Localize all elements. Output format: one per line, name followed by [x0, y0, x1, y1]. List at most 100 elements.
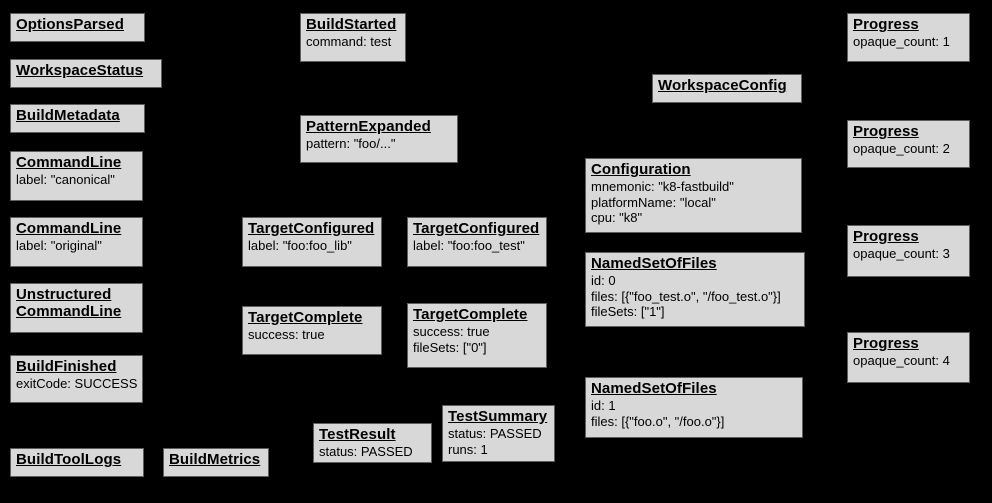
node-title-line: TestResult — [319, 426, 396, 443]
node-title-line: Progress — [853, 335, 919, 352]
node-title-line: BuildStarted — [306, 16, 397, 33]
node-title: TargetConfigured — [248, 220, 377, 238]
node-attribute: opaque_count: 4 — [853, 352, 950, 368]
node-workspace-status: WorkspaceStatus — [10, 59, 162, 88]
node-title-line: OptionsParsed — [16, 16, 124, 33]
node-attribute: mnemonic: "k8-fastbuild" — [591, 178, 734, 194]
node-title-line: TargetConfigured — [413, 220, 540, 237]
node-title: Progress — [853, 16, 965, 34]
node-title: TargetComplete — [248, 309, 377, 327]
node-title: OptionsParsed — [16, 16, 140, 34]
node-title-line: Progress — [853, 123, 919, 140]
node-attribute: platformName: "local" — [591, 194, 716, 210]
node-attribute: cpu: "k8" — [591, 210, 643, 226]
node-title-line: TargetComplete — [248, 309, 363, 326]
node-title: TestSummary — [448, 408, 550, 426]
node-title-line: Unstructured — [16, 286, 112, 303]
node-attribute: status: PASSED — [319, 443, 413, 459]
node-attribute: label: "foo:foo_lib" — [248, 237, 352, 253]
node-attribute: fileSets: ["0"] — [413, 339, 487, 355]
node-title-line: CommandLine — [16, 154, 122, 171]
node-title-line: TargetComplete — [413, 306, 528, 323]
node-title-line: BuildToolLogs — [16, 451, 122, 468]
node-title: TargetComplete — [413, 306, 542, 324]
node-attribute: success: true — [413, 323, 490, 339]
node-attribute: runs: 1 — [448, 441, 488, 457]
node-title: BuildFinished — [16, 358, 138, 376]
node-title-line: CommandLine — [16, 302, 122, 320]
node-title-line: Progress — [853, 228, 919, 245]
node-options-parsed: OptionsParsed — [10, 13, 145, 42]
node-title: TargetConfigured — [413, 220, 542, 238]
node-title-line: NamedSetOfFiles — [591, 255, 717, 272]
node-title: BuildToolLogs — [16, 451, 139, 469]
node-title-line: Configuration — [591, 161, 691, 178]
node-title: BuildStarted — [306, 16, 401, 34]
node-title: PatternExpanded — [306, 118, 453, 136]
node-attribute: label: "original" — [16, 237, 102, 253]
node-title: CommandLine — [16, 154, 138, 172]
node-title: TestResult — [319, 426, 427, 444]
node-title: CommandLine — [16, 220, 138, 238]
node-title: WorkspaceConfig — [658, 77, 797, 95]
node-attribute: success: true — [248, 326, 325, 342]
node-workspace-config: WorkspaceConfig — [652, 74, 802, 103]
node-title: Progress — [853, 228, 965, 246]
node-attribute: label: "foo:foo_test" — [413, 237, 525, 253]
node-attribute: opaque_count: 3 — [853, 245, 950, 261]
node-attribute: opaque_count: 2 — [853, 140, 950, 156]
node-title: NamedSetOfFiles — [591, 255, 800, 273]
node-attribute: opaque_count: 1 — [853, 33, 950, 49]
node-build-tool-logs: BuildToolLogs — [10, 448, 144, 477]
node-attribute: command: test — [306, 33, 392, 49]
node-title: WorkspaceStatus — [16, 62, 157, 80]
node-title-line: NamedSetOfFiles — [591, 380, 717, 397]
node-build-metadata: BuildMetadata — [10, 104, 145, 133]
node-title: BuildMetrics — [169, 451, 264, 469]
node-title-line: TargetConfigured — [248, 220, 375, 237]
node-title: Progress — [853, 123, 965, 141]
node-attribute: files: [{"foo_test.o", "/foo_test.o"}] — [591, 288, 781, 304]
node-title-line: CommandLine — [16, 220, 122, 237]
node-build-metrics: BuildMetrics — [163, 448, 269, 477]
node-title-line: Progress — [853, 16, 919, 33]
node-title: Configuration — [591, 161, 797, 179]
node-title-line: BuildFinished — [16, 358, 117, 375]
node-title-line: BuildMetadata — [16, 107, 120, 124]
node-attribute: fileSets: ["1"] — [591, 304, 665, 320]
node-attribute: label: "canonical" — [16, 171, 115, 187]
node-title-line: TestSummary — [448, 408, 548, 425]
node-title-line: WorkspaceStatus — [16, 62, 144, 79]
node-attribute: status: PASSED — [448, 425, 542, 441]
node-attribute: id: 0 — [591, 272, 616, 288]
node-title-line: WorkspaceConfig — [658, 77, 787, 94]
node-title: BuildMetadata — [16, 107, 140, 125]
node-title-line: PatternExpanded — [306, 118, 431, 135]
node-attribute: id: 1 — [591, 397, 616, 413]
node-title: Progress — [853, 335, 965, 353]
node-attribute: pattern: "foo/..." — [306, 135, 396, 151]
node-attribute: files: [{"foo.o", "/foo.o"}] — [591, 413, 725, 429]
node-title-line: BuildMetrics — [169, 451, 261, 468]
